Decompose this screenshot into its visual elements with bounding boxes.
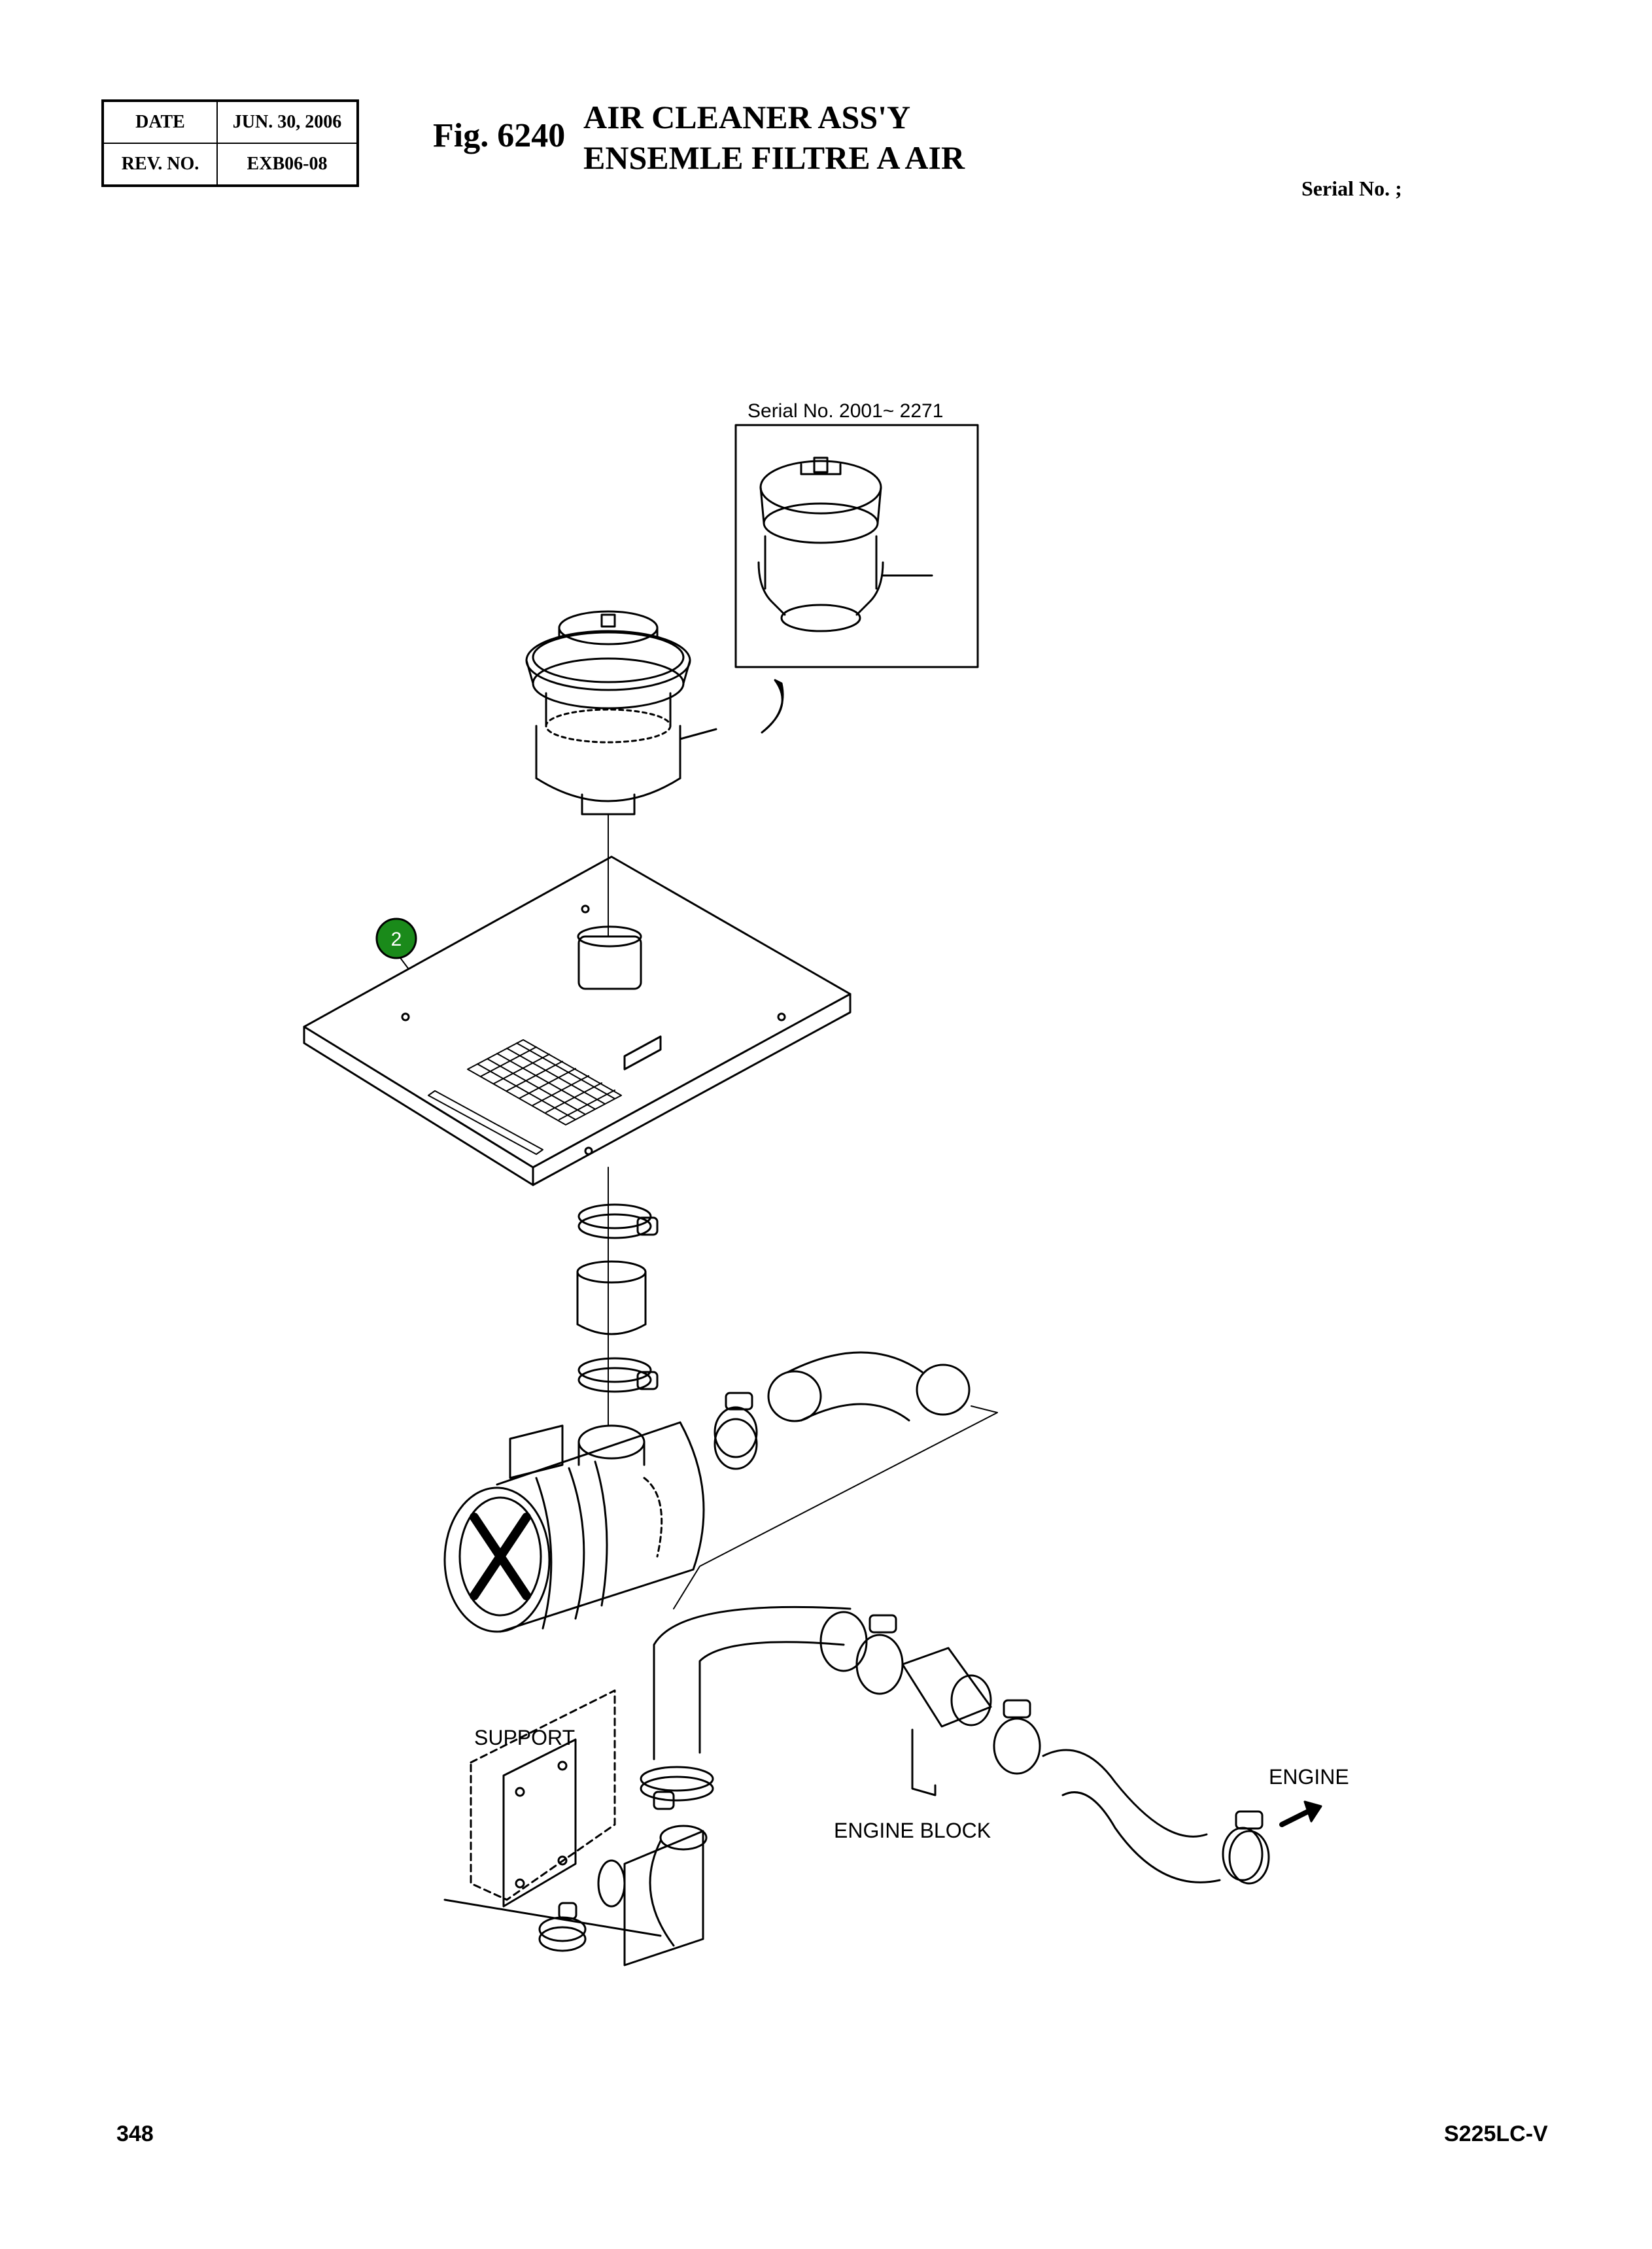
date-label: DATE [102, 100, 218, 144]
support-label: SUPPORT [474, 1726, 575, 1749]
model-number: S225LC-V [1444, 2121, 1548, 2146]
engine-label: ENGINE [1269, 1765, 1349, 1789]
callout-2-label: 2 [391, 929, 402, 950]
date-value: JUN. 30, 2006 [216, 100, 358, 144]
precleaner-cap [525, 610, 717, 815]
upper-hose-clamp [577, 1203, 659, 1239]
title-english: AIR CLEANER ASS'Y [583, 99, 911, 135]
reference-arrow [761, 679, 784, 734]
figure-number: Fig. 6240 [433, 117, 566, 154]
inset-serial-label: Serial No. 2001~ 2271 [748, 400, 943, 422]
cover-plate [303, 855, 852, 1186]
lower-hose-clamp [577, 1357, 659, 1393]
cover-plate-grille [428, 1039, 622, 1155]
rubber-connector [576, 1260, 647, 1335]
outlet-elbow-hose [714, 1351, 971, 1470]
intake-piping [653, 1605, 1270, 1885]
callout-2: 2 [375, 918, 417, 970]
inset-serial-variant: Serial No. 2001~ 2271 [734, 400, 979, 734]
air-cleaner-body [443, 1421, 705, 1633]
outlet-reference-line [673, 1405, 998, 1609]
engine-arrow-shaft [1279, 1809, 1311, 1827]
mounting-elbow [538, 1766, 714, 1966]
revision-table: DATE JUN. 30, 2006 REV. NO. EXB06-08 [101, 99, 359, 187]
page-number: 348 [116, 2121, 154, 2146]
inset-filter-icon [757, 456, 933, 632]
engine-block-label: ENGINE BLOCK [834, 1819, 991, 1842]
rev-value: EXB06-08 [216, 143, 358, 186]
title-french: ENSEMLE FILTRE A AIR [583, 139, 965, 176]
serial-number-header: Serial No. ; [1301, 177, 1402, 200]
engine-arrow-head [1303, 1800, 1322, 1823]
rev-label: REV. NO. [102, 143, 218, 186]
